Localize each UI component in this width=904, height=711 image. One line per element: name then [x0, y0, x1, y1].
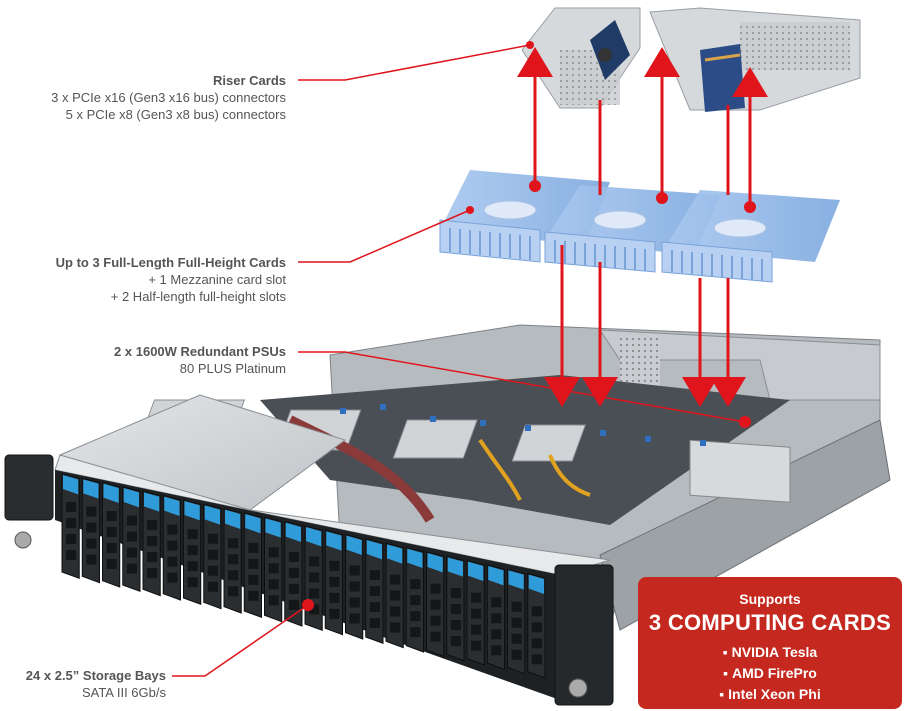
callout-riser-cards: Riser Cards 3 x PCIe x16 (Gen3 x16 bus) …: [51, 72, 286, 123]
drive-bay: [183, 499, 202, 606]
drive-bay: [345, 534, 364, 640]
riser-card-right: [649, 7, 861, 112]
storage-bays: [61, 473, 546, 679]
badge-supports: Supports: [739, 591, 801, 607]
drive-bay: [243, 512, 262, 619]
callout-storage-title: 24 x 2.5” Storage Bays: [25, 668, 166, 683]
riser-card-left: [521, 7, 641, 109]
drive-bay: [385, 542, 404, 649]
callout-cards-title: Up to 3 Full-Length Full-Height Cards: [55, 255, 286, 270]
drive-bay: [162, 495, 181, 601]
drive-bay: [426, 551, 445, 658]
callout-psu: 2 x 1600W Redundant PSUs 80 PLUS Platinu…: [114, 343, 286, 377]
drive-bay: [365, 538, 384, 645]
badge-headline: 3 COMPUTING CARDS: [648, 610, 892, 635]
badge-item-intel: Intel Xeon Phi: [638, 684, 902, 705]
drive-bay: [446, 555, 465, 662]
drive-bay: [507, 568, 526, 675]
drive-bay: [142, 490, 161, 597]
badge-item-amd: AMD FirePro: [638, 663, 902, 684]
drive-bay: [486, 564, 505, 671]
callout-riser-line-1: 3 x PCIe x16 (Gen3 x16 bus) connectors: [51, 90, 286, 105]
callout-psu-title: 2 x 1600W Redundant PSUs: [114, 344, 286, 359]
drive-bay: [304, 525, 323, 632]
drive-bay: [223, 508, 242, 614]
drive-bay: [61, 473, 80, 580]
drive-bay: [203, 503, 222, 610]
callout-storage: 24 x 2.5” Storage Bays SATA III 6Gb/s: [26, 667, 166, 701]
callout-cards: Up to 3 Full-Length Full-Height Cards + …: [56, 254, 286, 305]
badge-item-nvidia: NVIDIA Tesla: [638, 642, 902, 663]
drive-bay: [122, 486, 141, 593]
drive-bay: [81, 477, 100, 584]
drive-bay: [405, 547, 424, 653]
callout-storage-line-1: SATA III 6Gb/s: [81, 685, 166, 700]
drive-bay: [284, 521, 303, 627]
drive-bay: [264, 516, 283, 623]
assembly-arrows: [517, 47, 768, 407]
computing-card-3: [661, 190, 840, 283]
drive-bay: [324, 529, 343, 636]
callout-cards-line-1: + 1 Mezzanine card slot: [148, 272, 286, 287]
callout-leaders: [172, 44, 746, 677]
computing-cards-badge: Supports 3 COMPUTING CARDS NVIDIA Tesla …: [638, 577, 902, 709]
callout-riser-title: Riser Cards: [213, 73, 286, 88]
callout-psu-line-1: 80 PLUS Platinum: [179, 361, 286, 376]
callout-riser-line-2: 5 x PCIe x8 (Gen3 x8 bus) connectors: [65, 107, 286, 122]
callout-cards-line-2: + 2 Half-length full-height slots: [110, 289, 286, 304]
drive-bay: [102, 482, 121, 588]
drive-bay: [527, 573, 546, 679]
drive-bay: [466, 560, 485, 666]
badge-list: NVIDIA Tesla AMD FirePro Intel Xeon Phi: [638, 642, 902, 705]
